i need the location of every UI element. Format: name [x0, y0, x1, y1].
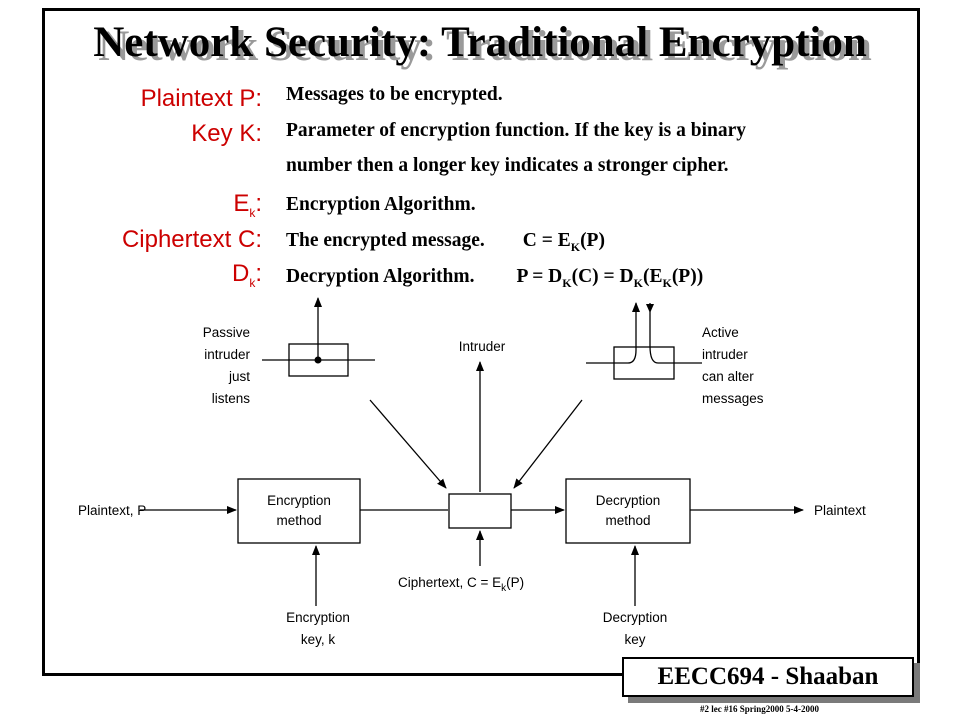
- encryption-method-box: [237, 478, 361, 544]
- decryption-method-label-2: method: [605, 513, 650, 528]
- page-title: Network Security: Traditional Encryption: [93, 19, 867, 66]
- passive-label-1: Passive: [203, 325, 250, 340]
- term-dk: Dk:: [231, 260, 262, 290]
- encryption-method-label-1: Encryption: [267, 493, 331, 508]
- title-shadow: Network Security: Traditional Encryption: [98, 23, 872, 70]
- channel-box: [448, 493, 512, 529]
- ciphertext-label: Ciphertext, C = Ek(P): [398, 575, 524, 594]
- intruder-label: Intruder: [459, 339, 506, 354]
- active-label-2: intruder: [702, 347, 748, 362]
- term-plaintext: Plaintext P:: [140, 85, 262, 112]
- active-label-4: messages: [702, 391, 764, 406]
- desc-dk: Decryption Algorithm.P = DK(C) = DK(EK(P…: [286, 266, 704, 290]
- decryption-method-label-1: Decryption: [596, 493, 661, 508]
- formula-ciphertext: C = EK(P): [522, 230, 605, 254]
- slide-frame: [42, 8, 920, 676]
- decryption-key-label-1: Decryption: [603, 610, 668, 625]
- passive-label-3: just: [228, 369, 250, 384]
- title-block: Network Security: Traditional Encryption…: [0, 18, 960, 74]
- decryption-method-box: [565, 478, 691, 544]
- footer-badge: EECC694 - Shaaban: [622, 657, 920, 703]
- plaintext-out-label: Plaintext: [814, 503, 866, 518]
- passive-to-channel-arrow: [369, 399, 447, 489]
- passive-label-2: intruder: [204, 347, 250, 362]
- desc-ciphertext: The encrypted message.C = EK(P): [286, 230, 605, 254]
- term-ciphertext: Ciphertext C:: [121, 226, 262, 253]
- footer-note: #2 lec #16 Spring2000 5-4-2000: [700, 704, 819, 714]
- active-to-channel-arrow: [513, 399, 583, 489]
- desc-key-line1: Parameter of encryption function. If the…: [286, 120, 747, 141]
- desc-key-line2: number then a longer key indicates a str…: [286, 155, 729, 176]
- desc-ek: Encryption Algorithm.: [286, 194, 476, 215]
- passive-label-4: listens: [212, 391, 251, 406]
- desc-plaintext: Messages to be encrypted.: [286, 84, 503, 105]
- term-key: Key K:: [191, 120, 262, 147]
- active-label-1: Active: [702, 325, 739, 340]
- course-label: EECC694 - Shaaban: [622, 657, 914, 697]
- encryption-key-label-1: Encryption: [286, 610, 350, 625]
- active-label-3: can alter: [702, 369, 754, 384]
- plaintext-in-label: Plaintext, P: [78, 503, 146, 518]
- encryption-method-label-2: method: [276, 513, 321, 528]
- decryption-key-label-2: key: [624, 632, 645, 647]
- encryption-key-label-2: key, k: [301, 632, 336, 647]
- formula-decryption: P = DK(C) = DK(EK(P)): [516, 266, 704, 290]
- term-ek: Ek:: [233, 190, 262, 220]
